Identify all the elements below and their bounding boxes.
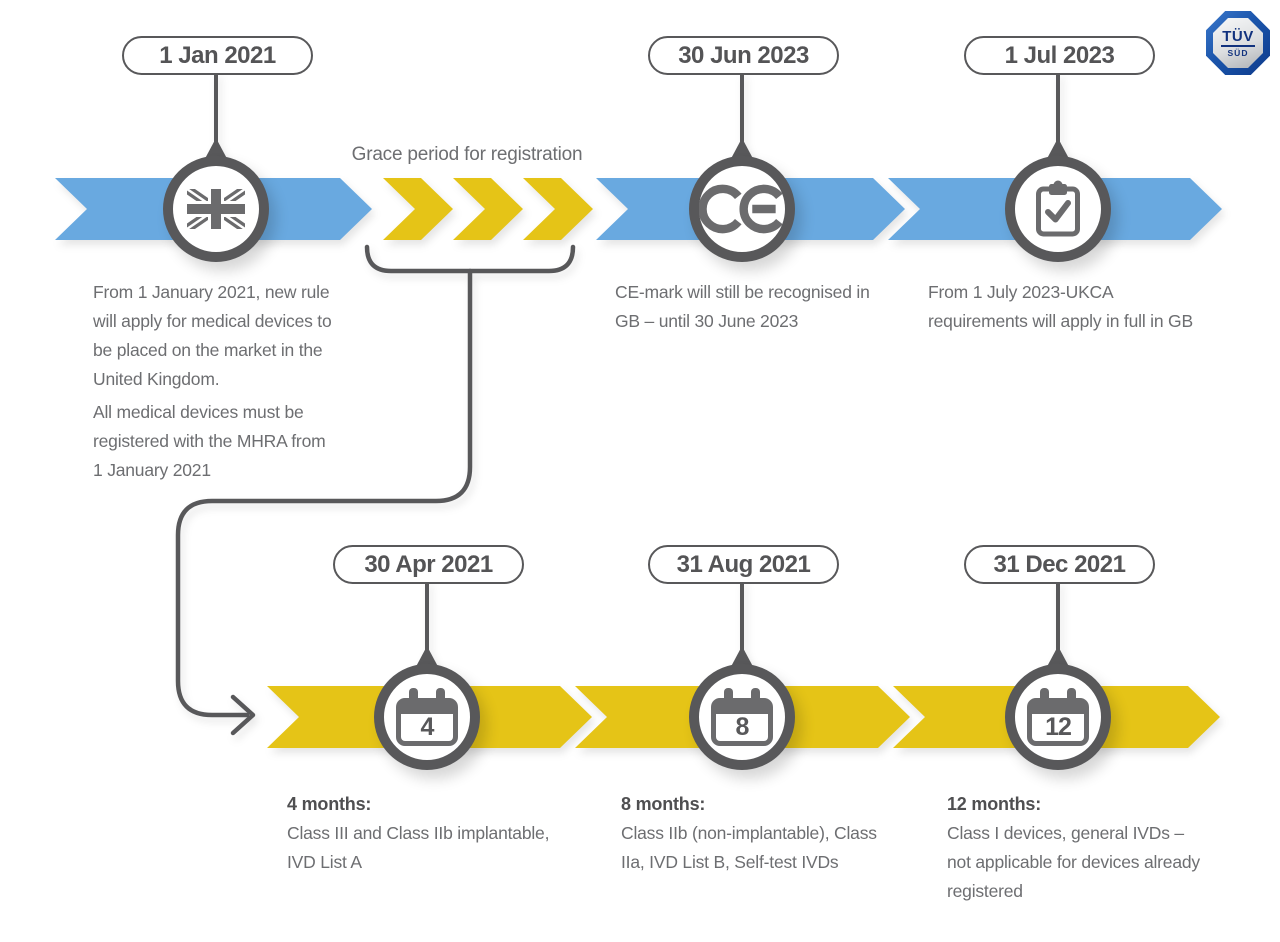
node-30-jun-2023 bbox=[689, 156, 795, 262]
node-1-jul-2023 bbox=[1005, 156, 1111, 262]
tuv-sud-logo: TÜV SÜD bbox=[1206, 11, 1270, 75]
desc-30-jun-2023: CE-mark will still be recognised in GB –… bbox=[615, 282, 870, 331]
node-31-dec-2021: 12 bbox=[1005, 664, 1111, 770]
heading-12-months: 12 months: bbox=[947, 794, 1042, 814]
calendar-number: 12 bbox=[1045, 713, 1072, 741]
desc-8-months: Class IIb (non-implantable), Class IIa, … bbox=[621, 823, 877, 872]
node-30-apr-2021: 4 bbox=[374, 664, 480, 770]
tuv-logo-text: TÜV bbox=[1221, 27, 1255, 47]
calendar-header bbox=[716, 703, 768, 714]
date-pill-31-aug-2021: 31 Aug 2021 bbox=[648, 545, 839, 584]
grace-period-label: Grace period for registration bbox=[351, 144, 583, 165]
tuv-sud-logo-inner: TÜV SÜD bbox=[1213, 18, 1263, 68]
desc-12-months: Class I devices, general IVDs – not appl… bbox=[947, 823, 1200, 901]
calendar-pin bbox=[751, 688, 760, 705]
desc-1-jul-2023: From 1 July 2023-UKCA requirements will … bbox=[928, 282, 1193, 331]
node-31-aug-2021: 8 bbox=[689, 664, 795, 770]
calendar-4-icon: 4 bbox=[396, 688, 458, 746]
desc-4-months: Class III and Class IIb implantable, IVD… bbox=[287, 823, 550, 872]
heading-4-months: 4 months: bbox=[287, 794, 372, 814]
calendar-number: 8 bbox=[735, 713, 750, 741]
heading-8-months: 8 months: bbox=[621, 794, 706, 814]
calendar-pin bbox=[724, 688, 733, 705]
node-1-jan-2021 bbox=[163, 156, 269, 262]
calendar-pin bbox=[1067, 688, 1076, 705]
grace-chevron-1 bbox=[383, 178, 453, 240]
clipboard-check-icon bbox=[1036, 180, 1080, 237]
calendar-header bbox=[1032, 703, 1084, 714]
calendar-12-icon: 12 bbox=[1027, 688, 1089, 746]
grace-chevron-2 bbox=[453, 178, 523, 240]
calendar-pin bbox=[409, 688, 418, 705]
date-pill-31-dec-2021: 31 Dec 2021 bbox=[964, 545, 1155, 584]
calendar-8-icon: 8 bbox=[711, 688, 773, 746]
grace-bracket bbox=[364, 244, 576, 274]
date-pill-30-jun-2023: 30 Jun 2023 bbox=[648, 36, 839, 75]
date-pill-1-jan-2021: 1 Jan 2021 bbox=[122, 36, 313, 75]
desc-1-jan-2021-para2: All medical devices must be registered w… bbox=[93, 402, 326, 480]
desc-1-jan-2021-para1: From 1 January 2021, new rule will apply… bbox=[93, 282, 332, 389]
calendar-pin bbox=[1040, 688, 1049, 705]
date-pill-30-apr-2021: 30 Apr 2021 bbox=[333, 545, 524, 584]
calendar-header bbox=[401, 703, 453, 714]
date-pill-1-jul-2023: 1 Jul 2023 bbox=[964, 36, 1155, 75]
uk-flag-icon bbox=[187, 189, 245, 229]
calendar-pin bbox=[436, 688, 445, 705]
ce-mark-icon bbox=[699, 184, 783, 234]
calendar-number: 4 bbox=[420, 713, 435, 741]
connector-arrowhead bbox=[230, 694, 256, 736]
grace-chevron-3 bbox=[523, 178, 593, 240]
sud-logo-text: SÜD bbox=[1227, 47, 1249, 58]
connector-line bbox=[175, 268, 473, 718]
